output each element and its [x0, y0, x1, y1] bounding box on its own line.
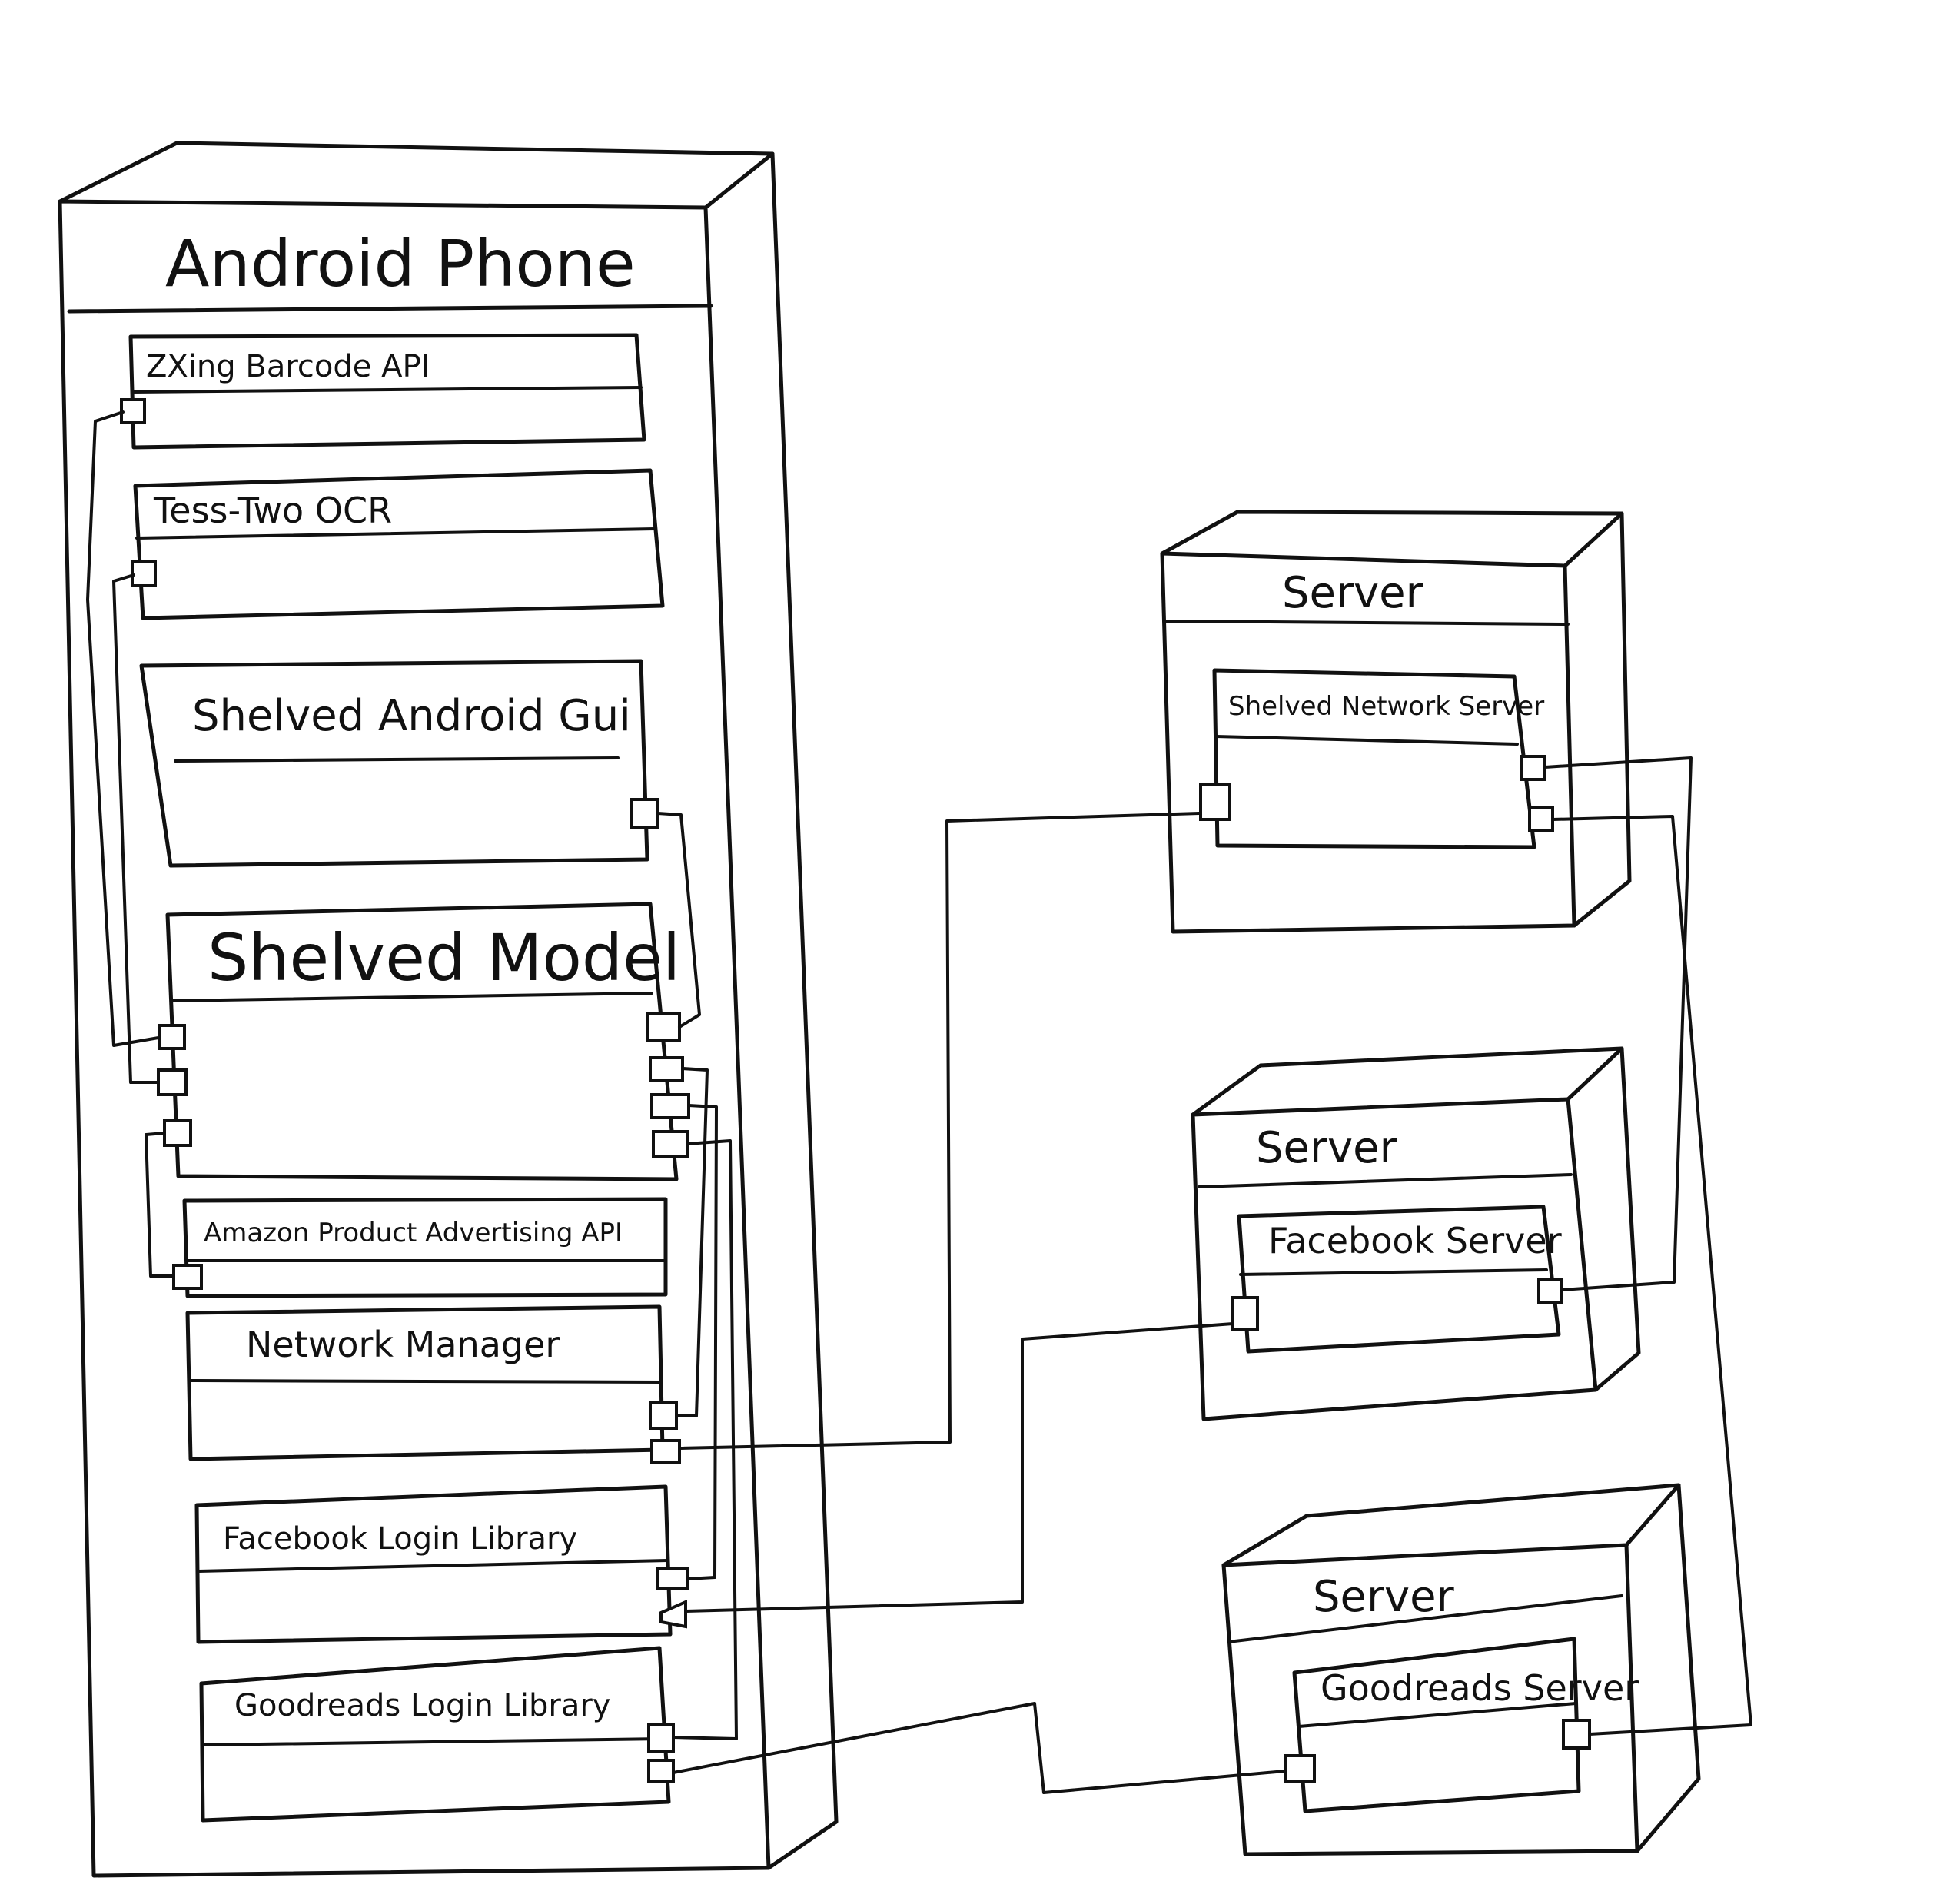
component-goodreads-server: Goodreads Server [1284, 1637, 1639, 1813]
link-shelved-server-to-goodreads-server [1551, 815, 1752, 1736]
goodreads-server-port-right [1562, 1719, 1591, 1750]
component-tess-two-ocr: Tess-Two OCR [131, 468, 665, 620]
link-network-to-shelved-server [678, 812, 1201, 1450]
zxing-label: ZXing Barcode API [146, 349, 430, 384]
android-phone-node: Android Phone [58, 141, 839, 1878]
goodreads-login-label: Goodreads Login Library [234, 1688, 610, 1723]
shelved-network-server-label: Shelved Network Server [1228, 691, 1544, 722]
model-port-left-1 [158, 1024, 186, 1050]
tess-two-port [131, 560, 157, 587]
goodreads-server-label: Goodreads Server [1321, 1667, 1639, 1709]
connector-model-facebook [686, 1104, 718, 1580]
zxing-port [120, 398, 146, 424]
connector-gui-model [656, 812, 701, 1029]
connector-model-goodreads [672, 1139, 738, 1740]
facebook-server-port-left [1231, 1296, 1259, 1331]
external-connectors [672, 756, 1752, 1794]
server-facebook-title: Server [1256, 1123, 1398, 1173]
connector-tess-model [112, 573, 160, 1084]
connector-model-amazon [145, 1132, 175, 1278]
shelved-model-label: Shelved Model [208, 920, 680, 995]
amazon-api-label: Amazon Product Advertising API [204, 1218, 623, 1248]
android-phone-title: Android Phone [165, 226, 636, 301]
server-shelved-title: Server [1282, 568, 1424, 618]
amazon-port [172, 1264, 203, 1290]
component-facebook-login-library: Facebook Login Library [194, 1484, 689, 1644]
server-node-shelved: Server Shelved Network Server [1160, 510, 1632, 934]
connector-zxing-model [86, 410, 160, 1047]
gui-port [630, 798, 659, 829]
component-shelved-model: Shelved Model [157, 902, 690, 1181]
internal-connectors [86, 410, 738, 1740]
link-facebook-lib-to-facebook-server [684, 1322, 1234, 1613]
server-goodreads-title: Server [1313, 1572, 1455, 1622]
shelved-server-port-right-2 [1528, 806, 1554, 832]
server-node-goodreads: Server Goodreads Server [1221, 1483, 1701, 1856]
component-facebook-server: Facebook Server [1231, 1205, 1563, 1354]
component-amazon-api: Amazon Product Advertising API [172, 1197, 668, 1298]
model-port-left-3 [163, 1119, 192, 1147]
network-port-2 [650, 1439, 681, 1464]
goodreads-lib-port-1 [647, 1723, 675, 1753]
component-goodreads-login-library: Goodreads Login Library [199, 1646, 675, 1823]
model-port-right-2 [649, 1056, 684, 1082]
shelved-server-port-left [1199, 783, 1231, 821]
model-port-left-2 [157, 1068, 188, 1096]
shelved-android-gui-label: Shelved Android Gui [192, 691, 631, 741]
facebook-server-port-right [1537, 1278, 1563, 1304]
connector-model-network [675, 1067, 709, 1417]
goodreads-server-port-left [1284, 1754, 1316, 1783]
component-zxing-barcode-api: ZXing Barcode API [120, 333, 646, 450]
model-port-right-4 [652, 1130, 689, 1158]
server-node-facebook: Server Facebook Server [1191, 1046, 1641, 1421]
model-port-right-3 [650, 1093, 690, 1119]
model-port-right-1 [646, 1012, 681, 1042]
goodreads-lib-port-2 [647, 1759, 675, 1783]
facebook-login-label: Facebook Login Library [223, 1521, 577, 1557]
network-port-1 [649, 1401, 678, 1430]
network-manager-label: Network Manager [246, 1324, 560, 1365]
link-shelved-server-to-facebook-server [1543, 756, 1693, 1291]
component-shelved-android-gui: Shelved Android Gui [139, 659, 659, 868]
facebook-lib-port-1 [656, 1567, 689, 1590]
shelved-server-port-right-1 [1520, 755, 1546, 781]
link-goodreads-lib-to-goodreads-server [672, 1702, 1287, 1794]
facebook-server-label: Facebook Server [1268, 1220, 1562, 1261]
facebook-lib-port-2 [659, 1599, 687, 1629]
component-shelved-network-server: Shelved Network Server [1199, 668, 1554, 849]
tess-two-label: Tess-Two OCR [153, 490, 392, 531]
component-network-manager: Network Manager [185, 1304, 681, 1464]
